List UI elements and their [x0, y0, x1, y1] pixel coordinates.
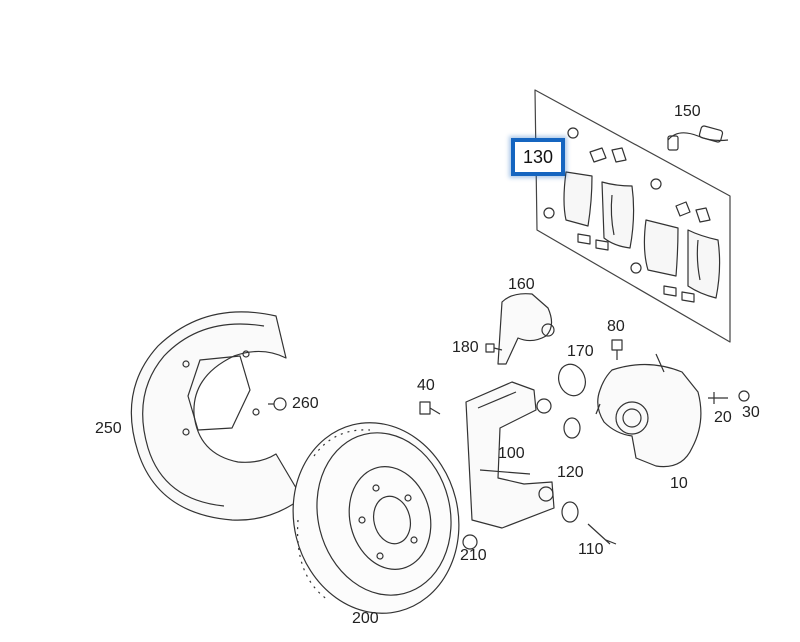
bolt-110[interactable]	[587, 523, 617, 545]
part-label-110: 110	[578, 541, 604, 558]
cap-30[interactable]	[738, 390, 750, 402]
part-label-100: 100	[498, 445, 525, 462]
part-label-40: 40	[417, 377, 435, 394]
bolt-260[interactable]	[268, 397, 287, 411]
dust-shield[interactable]	[130, 311, 303, 521]
part-label-210: 210	[460, 547, 487, 564]
screw-20[interactable]	[708, 392, 728, 404]
seal-ring[interactable]	[554, 361, 589, 400]
part-label-260: 260	[292, 395, 319, 412]
brake-hose-bracket[interactable]	[497, 293, 555, 365]
brake-caliper[interactable]	[595, 353, 702, 468]
bush-120[interactable]	[561, 417, 581, 523]
highlight-box-130[interactable]: 130	[511, 138, 565, 176]
part-label-150: 150	[674, 103, 701, 120]
part-label-200: 200	[352, 610, 379, 627]
nut-210[interactable]	[462, 534, 478, 550]
part-label-30: 30	[742, 404, 760, 421]
part-label-20: 20	[714, 409, 732, 426]
part-label-120: 120	[557, 464, 584, 481]
part-label-130: 130	[522, 146, 554, 167]
bolt-80[interactable]	[611, 339, 623, 360]
brake-pad-kit[interactable]	[534, 89, 731, 343]
part-label-180: 180	[452, 339, 479, 356]
wear-sensor[interactable]	[667, 125, 729, 151]
caliper-carrier[interactable]	[465, 381, 555, 529]
part-label-10: 10	[670, 475, 688, 492]
part-label-80: 80	[607, 318, 625, 335]
part-label-250: 250	[95, 420, 122, 437]
part-label-160: 160	[508, 276, 535, 293]
brake-disc[interactable]	[273, 405, 479, 631]
bolt-180[interactable]	[485, 343, 503, 353]
part-label-170: 170	[567, 343, 594, 360]
bolt-40[interactable]	[419, 401, 441, 415]
